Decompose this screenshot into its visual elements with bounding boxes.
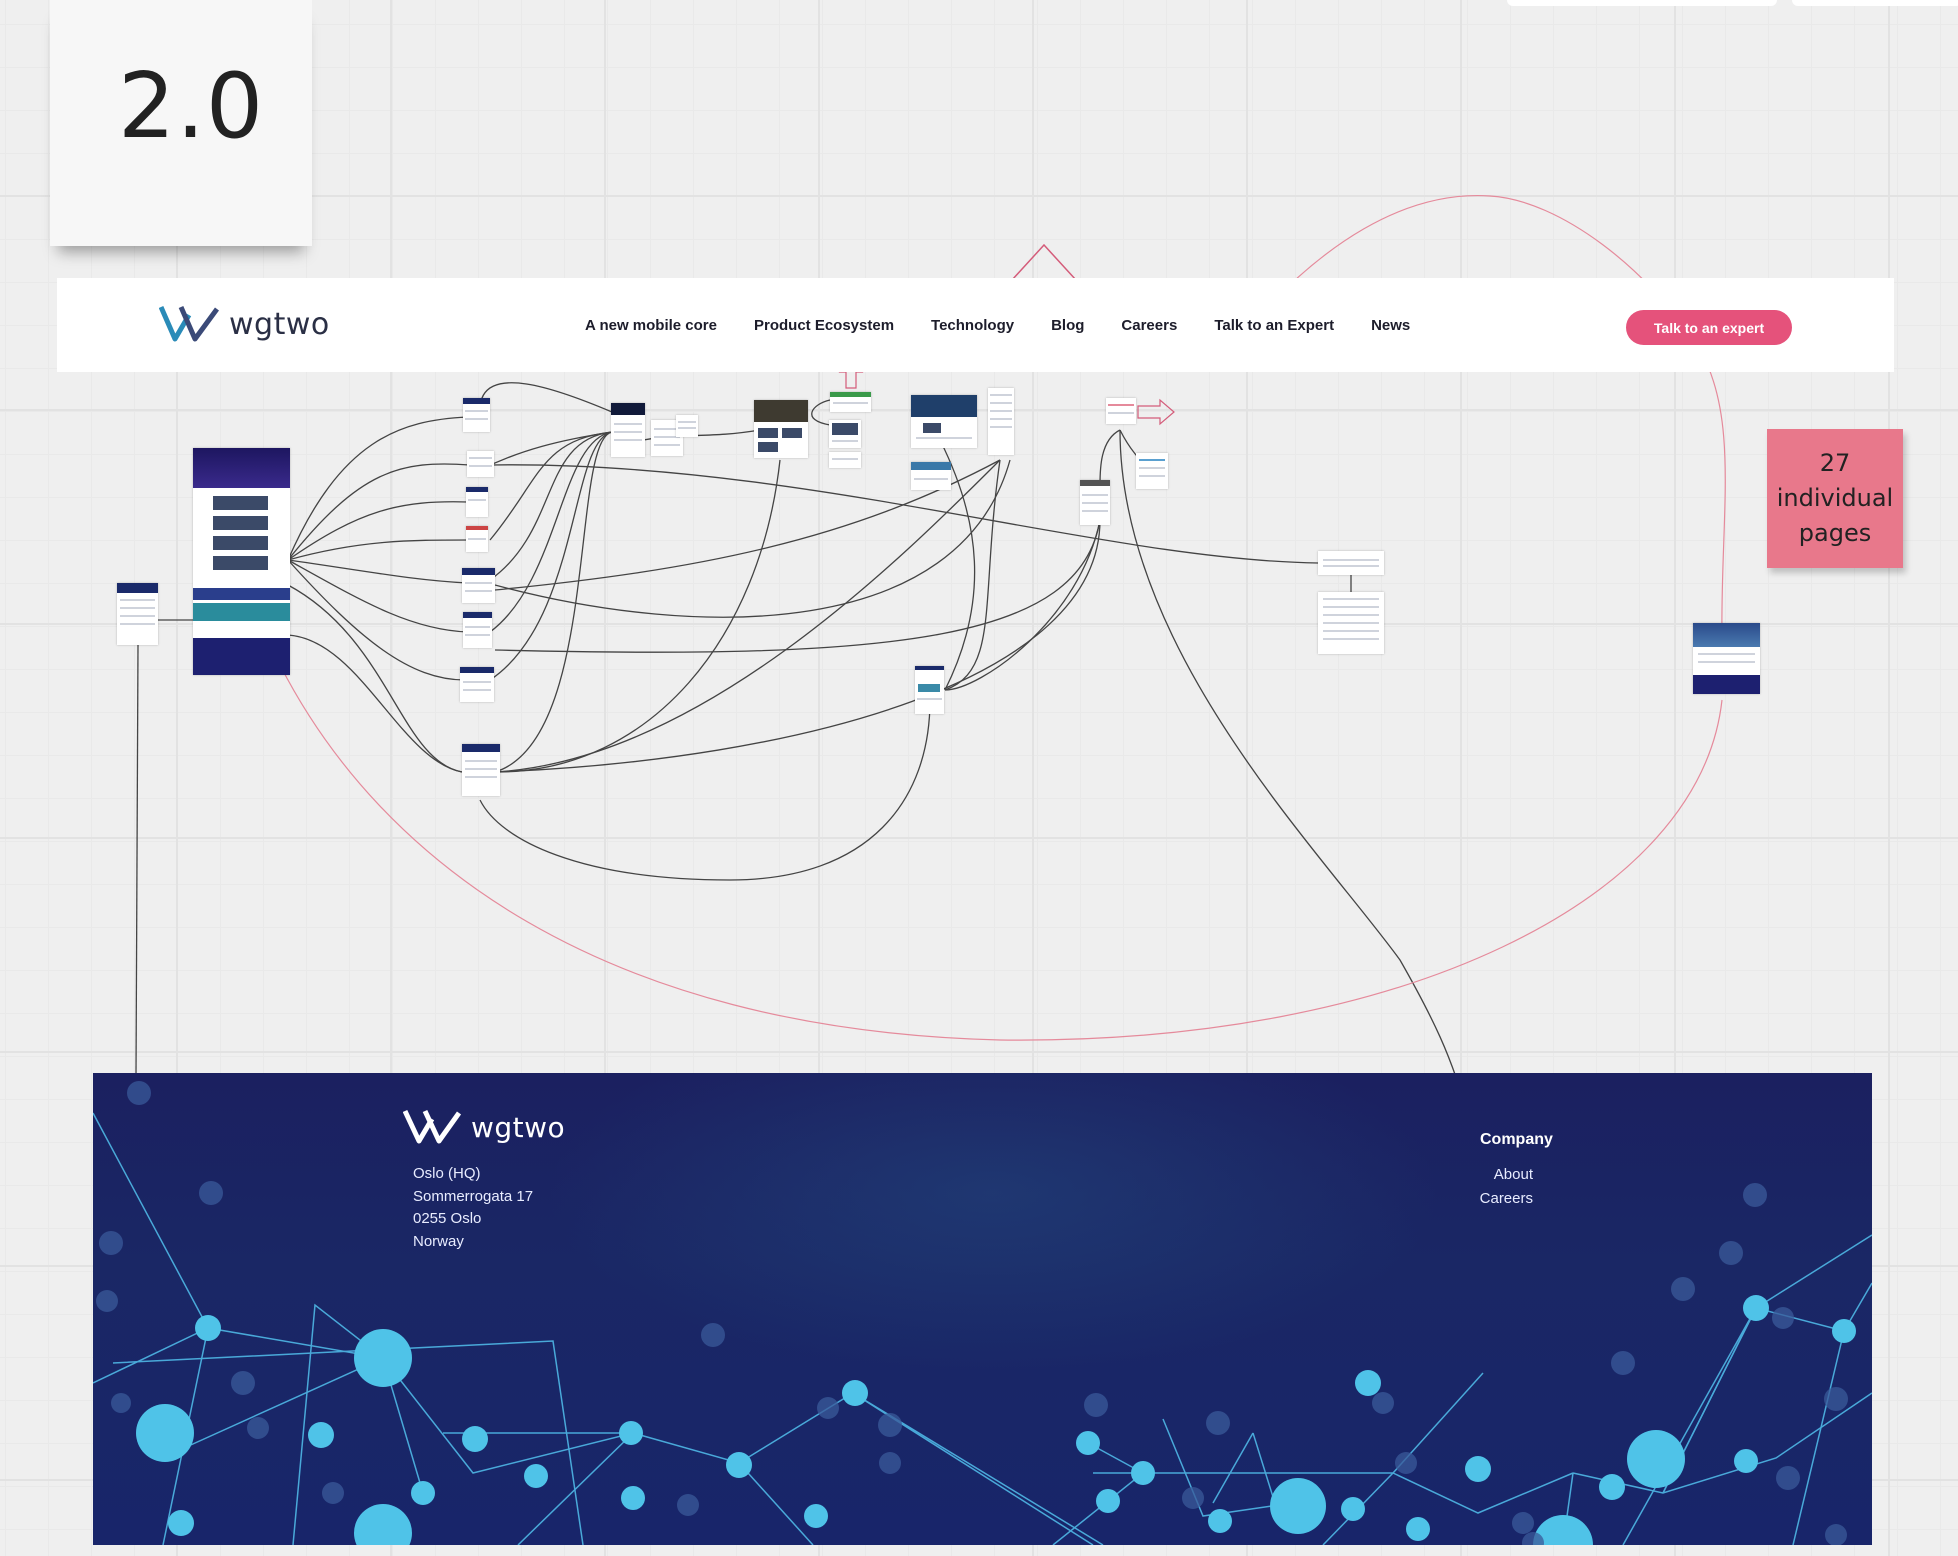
page-thumbnail-mobile-core-3[interactable] — [466, 487, 488, 517]
page-thumbnail-news[interactable] — [1693, 623, 1760, 694]
page-thumbnail-article-2[interactable] — [1318, 592, 1384, 654]
version-label: 2.0 — [118, 54, 265, 159]
footer-company-heading: Company — [1480, 1131, 1553, 1148]
address-line-3: 0255 Oslo — [413, 1210, 482, 1227]
page-thumbnail-mobile-core-4[interactable] — [466, 526, 488, 552]
nav-item-talk-to-expert[interactable]: Talk to an Expert — [1214, 316, 1335, 334]
page-thumbnail-mobile-core-2[interactable] — [467, 451, 494, 477]
page-thumbnail-product-4[interactable] — [829, 452, 861, 468]
footer-address: Oslo (HQ) Sommerrogata 17 0255 Oslo Norw… — [413, 1163, 533, 1253]
talk-to-expert-button[interactable]: Talk to an expert — [1626, 310, 1792, 345]
footer-logo[interactable]: wgtwo — [403, 1109, 565, 1145]
page-thumbnail-ecosystem-3[interactable] — [676, 415, 698, 437]
footer-logo-text: wgtwo — [471, 1110, 566, 1144]
nav-item-blog[interactable]: Blog — [1051, 316, 1085, 334]
page-thumbnail-technology-2[interactable] — [911, 462, 951, 490]
page-thumbnail-home[interactable] — [193, 448, 290, 675]
version-sticky-note[interactable]: 2.0 — [50, 0, 312, 246]
toolbar-tab-left[interactable] — [1507, 0, 1777, 6]
address-line-2: Sommerrogata 17 — [413, 1187, 534, 1205]
address-line-4: Norway — [413, 1232, 464, 1250]
wgtwo-logo-icon — [403, 1109, 461, 1144]
page-thumbnail-product-1[interactable] — [754, 400, 808, 458]
page-thumbnail-product-2[interactable] — [830, 392, 871, 412]
address-line-1: Oslo (HQ) — [413, 1165, 481, 1182]
nav-item-product-ecosystem[interactable]: Product Ecosystem — [753, 316, 895, 334]
wgtwo-logo-icon — [159, 305, 219, 342]
page-thumbnail-blog-4[interactable] — [915, 666, 944, 714]
main-nav: A new mobile core Product Ecosystem Tech… — [585, 278, 1447, 372]
page-thumbnail-mobile-core-8[interactable] — [462, 744, 500, 796]
network-background — [93, 1081, 1872, 1545]
toolbar-tab-right[interactable] — [1792, 0, 1958, 6]
page-thumbnail-blog-3[interactable] — [1136, 453, 1168, 489]
page-thumbnail-mobile-core-5[interactable] — [462, 568, 495, 603]
nav-item-careers[interactable]: Careers — [1121, 316, 1178, 334]
page-thumbnail-mobile-core-6[interactable] — [463, 612, 492, 648]
page-thumbnail-technology-3[interactable] — [988, 388, 1014, 455]
page-thumbnail-left[interactable] — [117, 583, 158, 645]
page-thumbnail-product-3[interactable] — [829, 420, 861, 448]
site-header: wgtwo A new mobile core Product Ecosyste… — [57, 278, 1894, 372]
site-footer: wgtwo Oslo (HQ) Sommerrogata 17 0255 Osl… — [93, 1073, 1872, 1545]
page-thumbnail-technology-1[interactable] — [911, 395, 977, 448]
pages-count-line3: pages — [1798, 519, 1872, 547]
arrow-right-icon — [1137, 398, 1175, 426]
footer-link-about[interactable]: About — [1493, 1166, 1533, 1183]
logo-text: wgtwo — [229, 306, 330, 342]
page-thumbnail-mobile-core-1[interactable] — [463, 398, 490, 432]
nav-item-news[interactable]: News — [1371, 316, 1411, 334]
pages-count-line1: 27 — [1819, 449, 1851, 477]
pages-count-sticky-note[interactable]: 27 individual pages — [1767, 429, 1903, 568]
page-thumbnail-blog-1[interactable] — [1106, 398, 1136, 424]
page-thumbnail-ecosystem-1[interactable] — [611, 403, 645, 457]
footer-link-careers[interactable]: Careers — [1479, 1190, 1533, 1207]
nav-item-technology[interactable]: Technology — [931, 316, 1015, 334]
pages-count-line2: individual — [1776, 484, 1894, 512]
page-thumbnail-mobile-core-7[interactable] — [460, 667, 494, 702]
page-thumbnail-blog-2[interactable] — [1080, 480, 1110, 525]
page-thumbnail-article-1[interactable] — [1318, 551, 1384, 575]
header-logo[interactable]: wgtwo — [159, 305, 330, 343]
nav-item-mobile-core[interactable]: A new mobile core — [585, 316, 717, 334]
